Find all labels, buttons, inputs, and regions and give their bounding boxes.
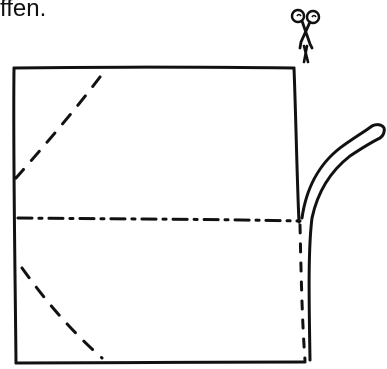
instruction-text-fragment: ffen. bbox=[0, 0, 47, 22]
square-bottom-edge bbox=[14, 360, 307, 365]
square-right-edge-upper bbox=[292, 66, 301, 224]
upper-left-diagonal-fold bbox=[14, 75, 102, 180]
square-left-edge bbox=[12, 66, 18, 365]
cut-line-dashed bbox=[298, 223, 307, 362]
square-top-edge bbox=[12, 65, 296, 70]
strip-outer-edge bbox=[307, 136, 382, 362]
strip-inner-edge bbox=[300, 124, 374, 220]
square-outline bbox=[12, 65, 307, 365]
horizontal-fold-line bbox=[16, 216, 302, 223]
lower-left-diagonal-fold bbox=[20, 266, 104, 360]
peeled-strip bbox=[300, 123, 386, 362]
strip-end-cap bbox=[370, 123, 386, 140]
scissors-icon bbox=[290, 8, 321, 64]
